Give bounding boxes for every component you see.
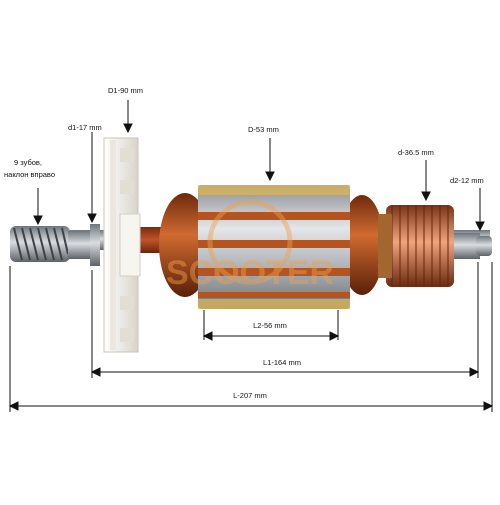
rear-winding bbox=[340, 195, 384, 295]
laminated-core bbox=[198, 185, 350, 309]
label-l2-56: L2-56 mm bbox=[253, 321, 287, 330]
label-l1-164: L1-164 mm bbox=[263, 358, 301, 367]
label-teeth-count: 9 зубов, bbox=[14, 158, 42, 167]
label-teeth-direction: наклон вправо bbox=[4, 170, 55, 179]
commutator-icon bbox=[378, 205, 454, 287]
gear-pinion-icon bbox=[10, 224, 100, 266]
label-d-53: D-53 mm bbox=[248, 125, 279, 134]
bearing-journal-icon bbox=[454, 233, 492, 259]
label-d2-12: d2-12 mm bbox=[450, 176, 484, 185]
label-d1-17: d1-17 mm bbox=[68, 123, 102, 132]
label-d1-90: D1-90 mm bbox=[108, 86, 144, 95]
fan-icon bbox=[103, 137, 141, 353]
dimension-lines bbox=[8, 100, 494, 412]
label-l-207: L-207 mm bbox=[233, 391, 267, 400]
watermark: SCOOTER bbox=[166, 199, 334, 292]
watermark-text: SCOOTER bbox=[166, 254, 334, 292]
label-d-36-5: d-36.5 mm bbox=[398, 148, 434, 157]
